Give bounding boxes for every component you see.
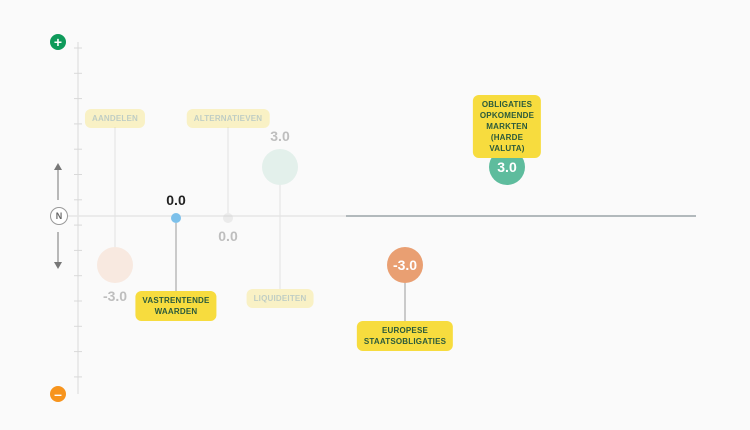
up-arrow-icon bbox=[54, 163, 62, 170]
category-label: OBLIGATIES OPKOMENDE MARKTEN (HARDE VALU… bbox=[472, 95, 542, 158]
plus-icon[interactable]: + bbox=[50, 34, 66, 50]
value-label: -3.0 bbox=[392, 256, 418, 273]
category-label: AANDELEN bbox=[84, 109, 146, 128]
category-label: EUROPESE STAATSOBLIGATIES bbox=[356, 321, 454, 351]
neutral-icon: N bbox=[50, 207, 68, 225]
category-label: ALTERNATIEVEN bbox=[186, 109, 270, 128]
category-label: VASTRENTENDE WAARDEN bbox=[135, 291, 217, 321]
data-point bbox=[262, 149, 298, 186]
minus-icon[interactable]: – bbox=[50, 386, 66, 402]
category-label: LIQUIDEITEN bbox=[246, 289, 314, 308]
data-point bbox=[97, 246, 133, 283]
value-label: 0.0 bbox=[166, 192, 186, 208]
data-point bbox=[489, 149, 525, 186]
value-label: 3.0 bbox=[497, 159, 517, 176]
value-label: 0.0 bbox=[218, 228, 238, 244]
data-point bbox=[387, 246, 423, 283]
value-label: 3.0 bbox=[270, 128, 290, 145]
data-point bbox=[171, 213, 181, 223]
down-arrow-icon bbox=[54, 262, 62, 269]
data-point bbox=[223, 213, 233, 223]
value-label: -3.0 bbox=[102, 287, 128, 304]
